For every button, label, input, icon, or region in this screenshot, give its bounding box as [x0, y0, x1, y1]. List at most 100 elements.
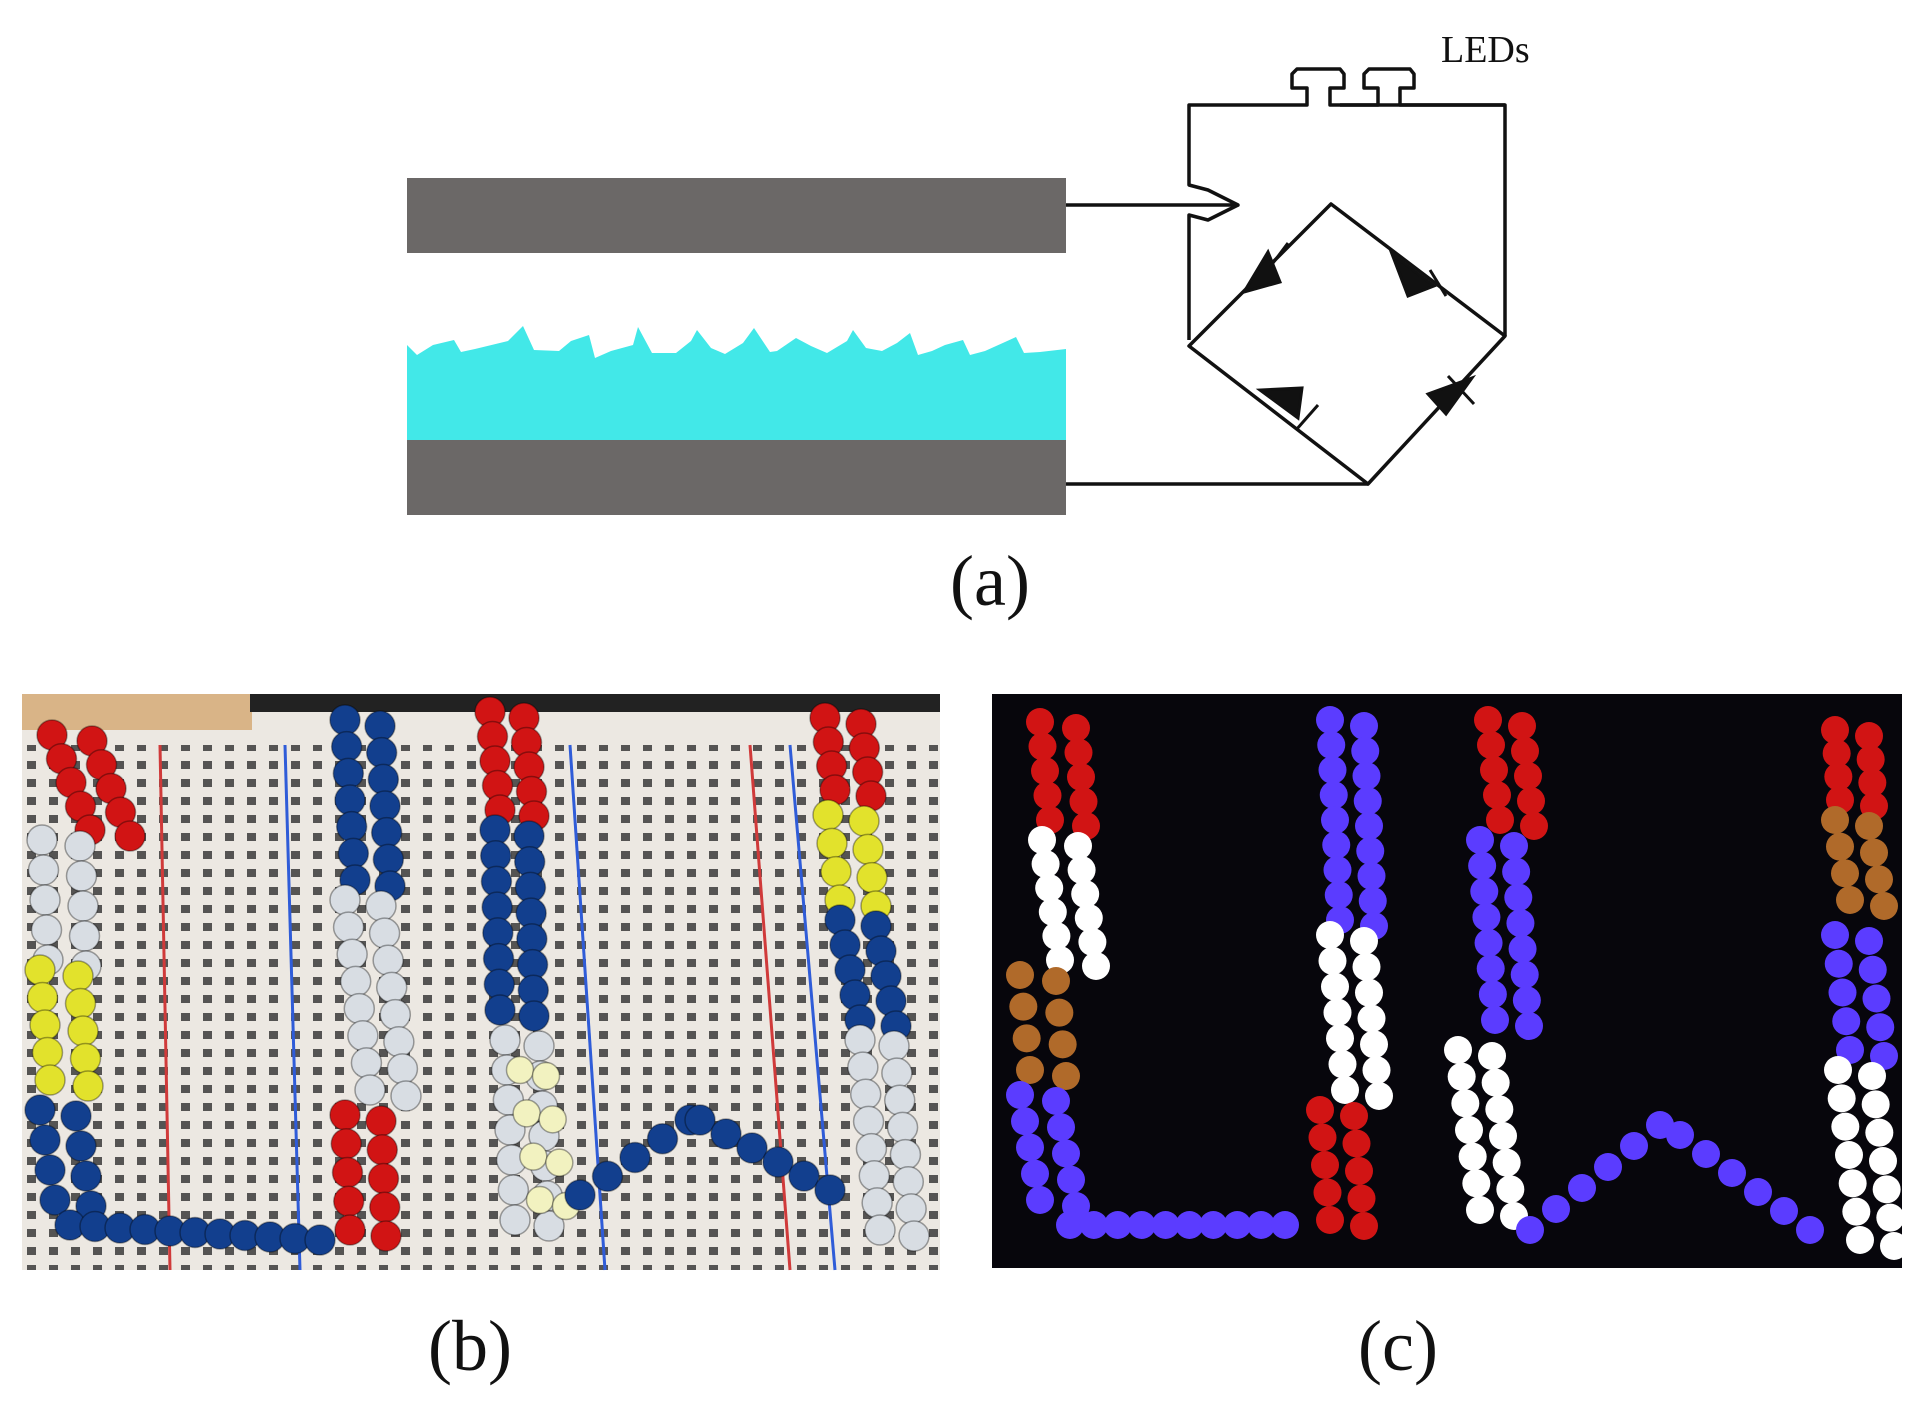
- led: [861, 1187, 893, 1219]
- led: [1042, 922, 1071, 950]
- top-electrode: [407, 178, 1066, 253]
- led: [710, 1118, 742, 1150]
- led: [67, 1015, 99, 1047]
- led: [1831, 1112, 1860, 1141]
- led: [1770, 1197, 1798, 1225]
- led: [820, 855, 852, 888]
- led: [1042, 1087, 1070, 1115]
- led: [1031, 757, 1059, 785]
- led: [1045, 998, 1074, 1027]
- led: [332, 757, 365, 790]
- led: [334, 784, 366, 816]
- led: [29, 1009, 61, 1041]
- led: [531, 1061, 561, 1091]
- led: [334, 1214, 366, 1246]
- led: [1466, 826, 1494, 854]
- led: [545, 1148, 574, 1177]
- led: [619, 1141, 651, 1174]
- led: [1199, 1211, 1228, 1239]
- led: [848, 805, 880, 837]
- led: [898, 1220, 930, 1252]
- led-symbol-1: [1290, 67, 1364, 107]
- led: [365, 736, 398, 769]
- led: [1444, 1036, 1472, 1064]
- led: [1855, 812, 1883, 840]
- led: [1480, 756, 1508, 784]
- led: [1031, 850, 1060, 878]
- led: [1718, 1159, 1746, 1187]
- led: [1842, 1197, 1871, 1226]
- led: [1594, 1153, 1622, 1181]
- panel-a: LEDs (a): [407, 29, 1530, 621]
- led: [1042, 967, 1070, 995]
- led: [518, 1000, 550, 1032]
- led: [1067, 763, 1095, 791]
- led: [1869, 1147, 1897, 1175]
- led: [852, 833, 884, 866]
- led: [365, 890, 397, 922]
- led: [1351, 737, 1380, 765]
- led: [1318, 756, 1347, 784]
- led: [1360, 1030, 1388, 1059]
- led: [1082, 952, 1110, 980]
- led: [538, 1105, 567, 1134]
- led: [1515, 1012, 1543, 1040]
- led: [1865, 865, 1893, 894]
- led: [1744, 1178, 1772, 1206]
- led: [1322, 831, 1351, 859]
- led: [1481, 1068, 1510, 1097]
- led: [812, 799, 844, 831]
- led: [1357, 1004, 1386, 1033]
- led: [1485, 1095, 1514, 1124]
- led: [1006, 1081, 1034, 1109]
- led: [1832, 1007, 1861, 1036]
- led: [1858, 768, 1887, 797]
- led: [343, 992, 376, 1025]
- led: [1861, 1090, 1890, 1119]
- led: [1355, 978, 1383, 1007]
- glowing-leds: [1006, 706, 1908, 1260]
- led: [1828, 978, 1857, 1007]
- led: [886, 1111, 919, 1144]
- led: [1271, 1211, 1299, 1239]
- caption-a: (a): [950, 541, 1030, 621]
- led: [1316, 1206, 1344, 1234]
- led: [70, 1160, 102, 1192]
- led: [1012, 1024, 1041, 1053]
- led: [1151, 1211, 1180, 1239]
- led: [1870, 892, 1898, 920]
- led: [1175, 1211, 1204, 1239]
- led: [335, 810, 368, 843]
- led: [367, 1162, 400, 1195]
- led: [65, 860, 98, 892]
- led: [1069, 787, 1098, 816]
- led: [1350, 712, 1378, 740]
- led: [368, 917, 401, 949]
- led: [1865, 1118, 1894, 1147]
- led: [1331, 1076, 1359, 1104]
- led: [1355, 812, 1383, 840]
- led: [339, 965, 372, 998]
- led: [1352, 762, 1381, 790]
- dielectric-layer: [407, 326, 1066, 440]
- led: [370, 816, 403, 849]
- led: [29, 1124, 61, 1156]
- led: [864, 1214, 896, 1246]
- led: [333, 1185, 365, 1217]
- led: [1858, 955, 1887, 984]
- led: [1542, 1195, 1570, 1223]
- led: [1831, 859, 1859, 888]
- led: [684, 1104, 716, 1136]
- led: [1026, 708, 1054, 736]
- led: [1620, 1132, 1648, 1160]
- led: [858, 1159, 891, 1192]
- led: [1047, 1113, 1075, 1142]
- led: [816, 827, 848, 860]
- diode-1: [1240, 248, 1283, 295]
- dark-photo: [992, 694, 1902, 1268]
- led: [523, 1030, 555, 1062]
- led: [1326, 1024, 1354, 1053]
- diodes: [1240, 242, 1477, 431]
- led: [1821, 716, 1849, 744]
- led: [1821, 806, 1849, 834]
